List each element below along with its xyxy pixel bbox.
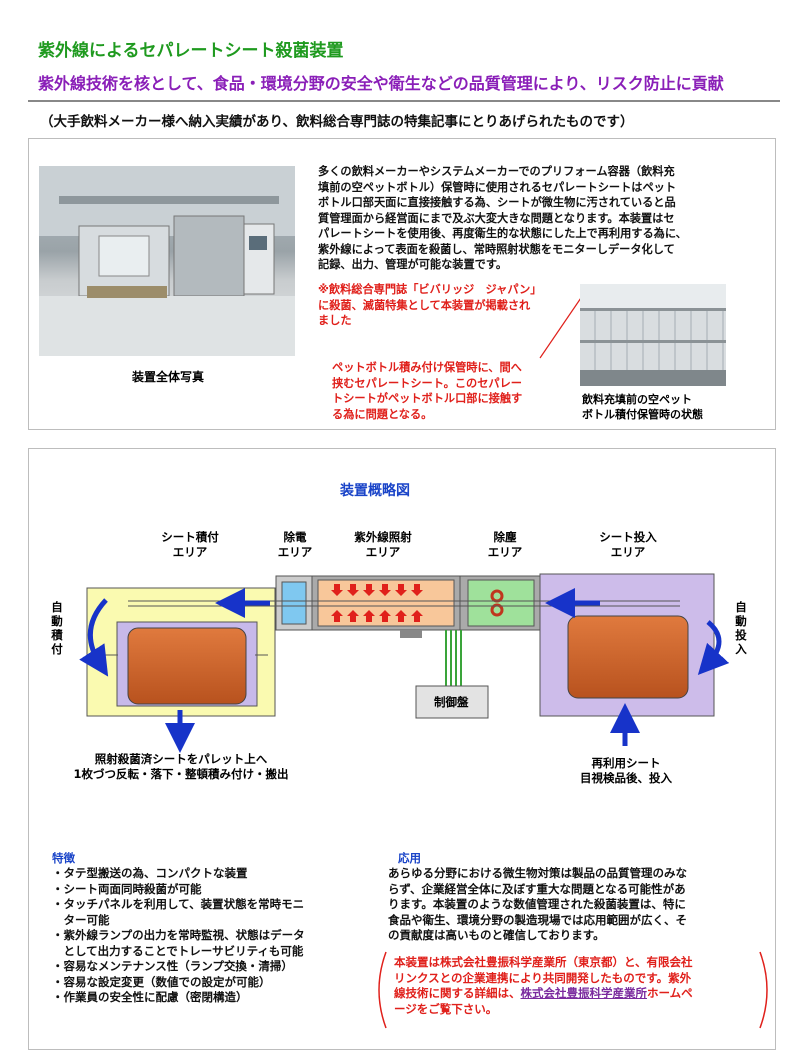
- area-label-line: エリア: [277, 545, 313, 559]
- feature-item: ・容易なメンテナンス性（ランプ交換・清掃）: [52, 959, 293, 973]
- magazine-note: ※飲料総合専門誌「ビバリッジ ジャパン」 に殺菌、滅菌特集として本装置が掲載され…: [318, 282, 541, 329]
- area-label-line: 除電: [283, 530, 307, 544]
- applications-text: あらゆる分野における微生物対策は製品の品質管理のみな らず、企業経営全体に及ぼす…: [388, 866, 778, 944]
- feature-item: ・シート両面同時殺菌が可能: [52, 881, 202, 896]
- diagram-title: 装置概略図: [340, 483, 410, 499]
- diagram-panel: [28, 448, 776, 1050]
- description-line: パレートシートを使用後、再度衛生的な状態にした上で再利用する為に、: [318, 227, 687, 240]
- page-note: （大手飲料メーカー様へ納入実績があり、飲料総合専門誌の特集記事にとりあげられたも…: [40, 114, 634, 130]
- area-label-stack: シート積付 エリア: [140, 530, 240, 560]
- area-label-line: エリア: [487, 545, 523, 559]
- callout-line: ペットボトル積み付け保管時に、間へ: [332, 361, 522, 374]
- area-label-line: 除塵: [493, 530, 517, 544]
- intro-description: 多くの飲料メーカーやシステムメーカーでのプリフォーム容器（飲料充 填前の空ペット…: [318, 164, 738, 273]
- equipment-photo: [39, 166, 295, 356]
- input-caption-line: 再利用シート: [591, 756, 661, 770]
- feature-item: ・タッチパネルを利用して、装置状態を常時モニ: [52, 897, 305, 911]
- bottles-caption: 飲料充填前の空ペット ボトル積付保管時の状態: [582, 392, 703, 422]
- output-caption-line: 照射殺菌済シートをパレット上へ: [94, 752, 268, 766]
- description-line: 填前の空ペットボトル）保管時に使用されるセパレートシートはペット: [318, 180, 677, 194]
- page-subtitle: 紫外線技術を核として、食品・環境分野の安全や衛生などの品質管理により、リスク防止…: [38, 74, 724, 93]
- description-line: 記録、出力、管理が可能な装置です。: [318, 258, 508, 271]
- features-list: ・タテ型搬送の為、コンパクトな装置 ・シート両面同時殺菌が可能 ・タッチパネルを…: [52, 866, 362, 1006]
- callout-text: ペットボトル積み付け保管時に、間へ 挟むセパレートシート。このセパレー トシート…: [332, 360, 522, 422]
- application-line: の貢献度は高いものと確信しております。: [388, 928, 605, 942]
- partner-line-suffix: ホームペ: [647, 986, 693, 1000]
- area-label-uv: 紫外線照射 エリア: [333, 530, 433, 560]
- area-label-dust: 除塵 エリア: [470, 530, 540, 560]
- divider: [28, 100, 780, 102]
- application-line: 食品や衛生、環境分野の製造現場では応用範囲が広く、そ: [388, 912, 687, 927]
- area-label-feed: シート投入 エリア: [578, 530, 678, 560]
- area-label-line: シート投入: [599, 530, 657, 544]
- feature-item: ・紫外線ランプの出力を常時監視、状態はデータ: [52, 928, 305, 942]
- area-label-line: エリア: [365, 545, 401, 559]
- application-line: あらゆる分野における微生物対策は製品の品質管理のみな: [388, 866, 687, 880]
- bottles-caption-line: 飲料充填前の空ペット: [582, 393, 692, 406]
- feature-item: ター可能: [52, 912, 110, 927]
- feature-item: ・容易な設定変更（数値での設定が可能）: [52, 974, 271, 989]
- partner-line: 線技術に関する詳細は、株式会社豊振科学産業所ホームペ: [394, 986, 764, 1002]
- features-heading: 特徴: [52, 851, 75, 865]
- area-label-line: 紫外線照射: [354, 530, 412, 544]
- input-caption: 再利用シート 目視検品後、投入: [566, 756, 686, 786]
- area-label-static: 除電 エリア: [265, 530, 325, 560]
- area-label-line: シート積付: [161, 530, 219, 544]
- magazine-line: に殺菌、滅菌特集として本装置が掲載され: [318, 298, 531, 312]
- input-caption-line: 目視検品後、投入: [580, 771, 672, 785]
- callout-line: トシートがペットボトル口部に接触す: [332, 392, 523, 405]
- control-panel-box: [415, 685, 489, 719]
- bottles-caption-line: ボトル積付保管時の状態: [582, 408, 703, 421]
- magazine-line: ました: [318, 314, 352, 327]
- equipment-diagram: [79, 573, 730, 753]
- equipment-photo-illustration: [39, 166, 295, 356]
- application-line: らず、企業経営全体に及ぼす重大な問題となる可能性があ: [388, 881, 686, 896]
- control-panel-label: 制御盤: [434, 695, 469, 709]
- page-title: 紫外線によるセパレートシート殺菌装置: [38, 41, 344, 61]
- partner-line-prefix: 線技術に関する詳細は、: [394, 986, 521, 1000]
- partner-line: 本装置は株式会社豊振科学産業所（東京都）と、有限会社: [394, 955, 693, 969]
- description-line: 多くの飲料メーカーやシステムメーカーでのプリフォーム容器（飲料充: [318, 165, 675, 178]
- partner-line: リンクスとの企業連携により共同開発したものです。紫外: [394, 970, 692, 985]
- description-line: ボトル口部天面に直接接触する為、シートが微生物に汚されていると品: [318, 196, 676, 209]
- area-label-line: エリア: [172, 545, 208, 559]
- callout-line: る為に問題となる。: [332, 407, 433, 421]
- callout-line: 挟むセパレートシート。このセパレー: [332, 376, 522, 390]
- auto-stack-label: 自動積付: [51, 600, 63, 656]
- bottles-illustration: [580, 284, 726, 386]
- company-homepage-link[interactable]: 株式会社豊振科学産業所: [520, 986, 648, 1000]
- auto-feed-label: 自動投入: [735, 600, 747, 656]
- partner-note: 本装置は株式会社豊振科学産業所（東京都）と、有限会社 リンクスとの企業連携により…: [394, 955, 764, 1017]
- applications-heading: 応用: [398, 851, 421, 865]
- area-label-line: エリア: [610, 545, 646, 559]
- description-line: 質管理面から経営面にまで及ぶ大変大きな問題となります。本装置はセ: [318, 211, 675, 225]
- output-caption: 照射殺菌済シートをパレット上へ 1枚づつ反転・落下・整頓積み付け・搬出: [70, 752, 292, 782]
- application-line: ります。本装置のような数値管理された殺菌装置は、特に: [388, 897, 686, 911]
- output-caption-line: 1枚づつ反転・落下・整頓積み付け・搬出: [73, 767, 289, 781]
- callout-pointer: [539, 291, 586, 359]
- bottles-photo: [580, 284, 726, 386]
- partner-line: ージをご覧下さい。: [394, 1001, 498, 1016]
- description-line: 紫外線によって表面を殺菌し、常時照射状態をモニターしデータ化して: [318, 242, 675, 256]
- photo-caption: 装置全体写真: [132, 370, 205, 384]
- magazine-line: ※飲料総合専門誌「ビバリッジ ジャパン」: [318, 283, 542, 296]
- feature-item: ・タテ型搬送の為、コンパクトな装置: [52, 866, 248, 880]
- feature-item: として出力することでトレーサビリティも可能: [52, 943, 304, 958]
- feature-item: ・作業員の安全性に配慮（密閉構造）: [52, 990, 248, 1004]
